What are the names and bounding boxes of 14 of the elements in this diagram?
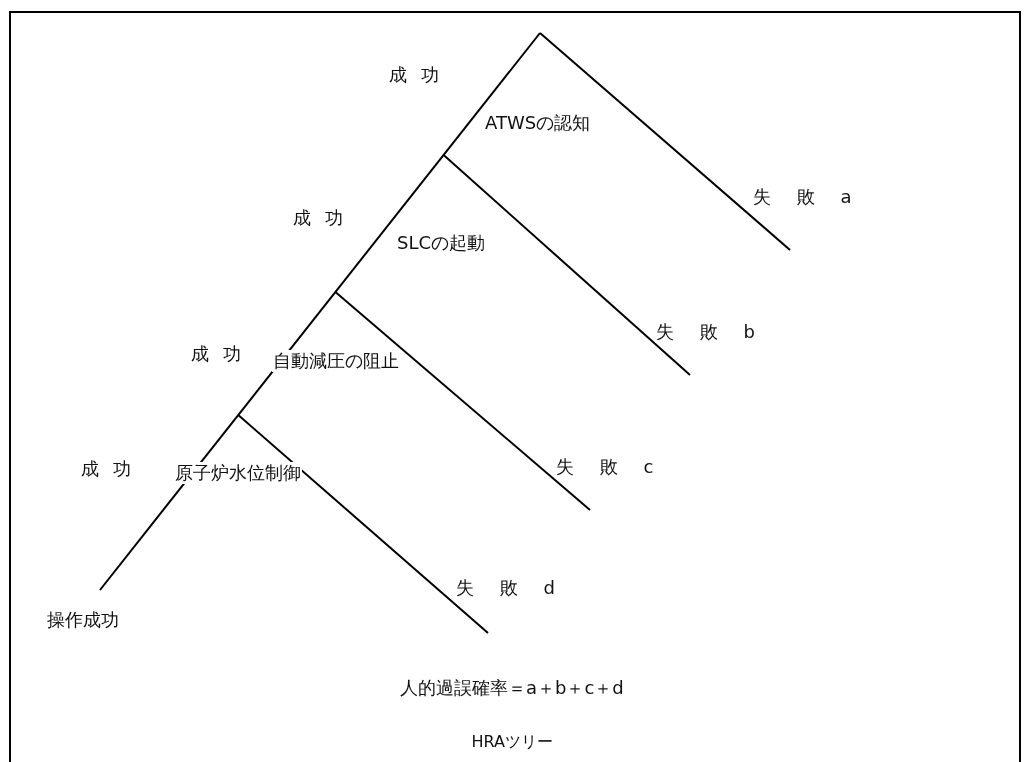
tree-label: 自動減圧の阻止 [272, 350, 400, 372]
tree-label: ATWSの認知 [484, 112, 592, 134]
tree-label: 操作成功 [46, 609, 120, 631]
tree-label: 人的過誤確率＝a＋b＋c＋d [399, 677, 625, 699]
tree-label: 成 功 [292, 207, 344, 229]
tree-label: 成 功 [190, 343, 242, 365]
tree-label: 失 敗 a [752, 186, 853, 208]
tree-label: 失 敗 d [455, 577, 556, 599]
tree-label: 失 敗 c [555, 456, 655, 478]
tree-label: 成 功 [388, 64, 440, 86]
tree-label: SLCの起動 [396, 232, 487, 254]
tree-label: 成 功 [80, 458, 132, 480]
tree-label: 失 敗 b [655, 321, 756, 343]
tree-label: 原子炉水位制御 [174, 462, 302, 484]
